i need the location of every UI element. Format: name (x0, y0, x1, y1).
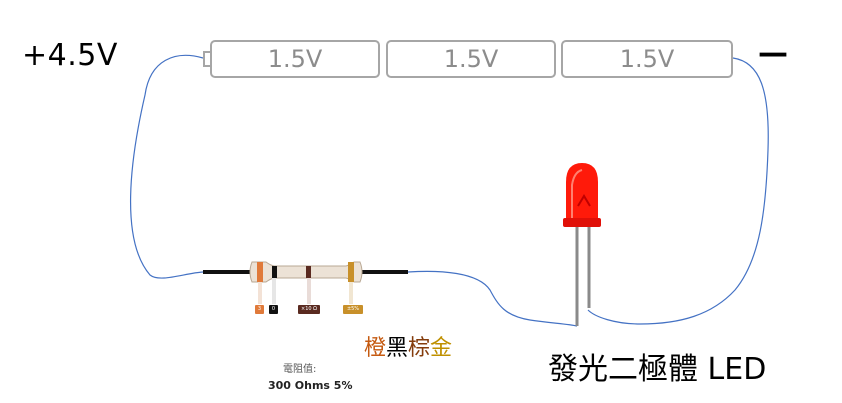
color-code-gold: 金 (430, 336, 453, 361)
battery-cell-2: 1.5V (386, 40, 556, 78)
wire-positive-to-resistor (130, 54, 204, 279)
resistance-title: 電阻值: (283, 364, 317, 375)
resistor-band-2 (272, 266, 277, 278)
color-code-brown: 棕 (408, 336, 431, 361)
band-tag-1: 3 (255, 305, 264, 314)
battery-cell-3: 1.5V (561, 40, 733, 78)
color-code-orange: 橙 (364, 336, 387, 361)
wire-resistor-to-led (407, 270, 578, 327)
band-tag-4: ±5% (343, 305, 363, 314)
negative-terminal-label: — (758, 36, 788, 71)
band-tag-3: ×10 Ω (298, 305, 320, 314)
color-code-black: 黑 (386, 336, 409, 361)
resistance-value: 300 Ohms 5% (268, 379, 353, 392)
band-tag-2: 0 (269, 305, 278, 314)
led-label: 發光二極體 LED (548, 352, 767, 387)
battery-positive-nub (203, 51, 211, 67)
resistor-band-1 (257, 262, 263, 282)
resistor-color-code: 橙黑棕金 (364, 330, 452, 362)
led (563, 163, 601, 326)
resistor-band-4 (348, 262, 354, 282)
positive-terminal-label: +4.5V (22, 38, 118, 73)
battery-cell-1: 1.5V (210, 40, 380, 78)
resistor-band-3 (306, 266, 311, 278)
wire-negative-to-led (587, 57, 769, 325)
resistor (249, 261, 363, 304)
